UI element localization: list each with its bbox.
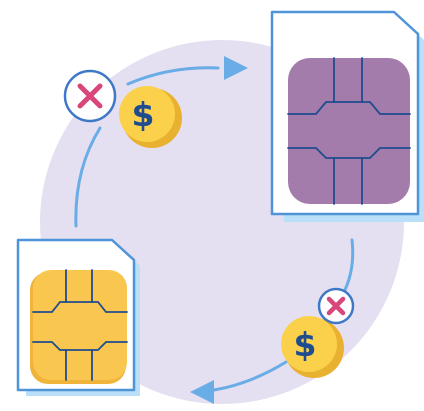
no-fee-cross-icon bbox=[317, 287, 355, 325]
no-fee-cross-icon bbox=[63, 69, 117, 123]
sim-card-purple-icon bbox=[270, 10, 424, 222]
sim-card-yellow-icon bbox=[16, 238, 140, 396]
dollar-sign-label: $ bbox=[294, 325, 317, 364]
dollar-coin-icon: $ bbox=[119, 86, 182, 148]
dollar-sign-label: $ bbox=[132, 95, 155, 134]
dollar-coin-icon: $ bbox=[281, 316, 344, 378]
